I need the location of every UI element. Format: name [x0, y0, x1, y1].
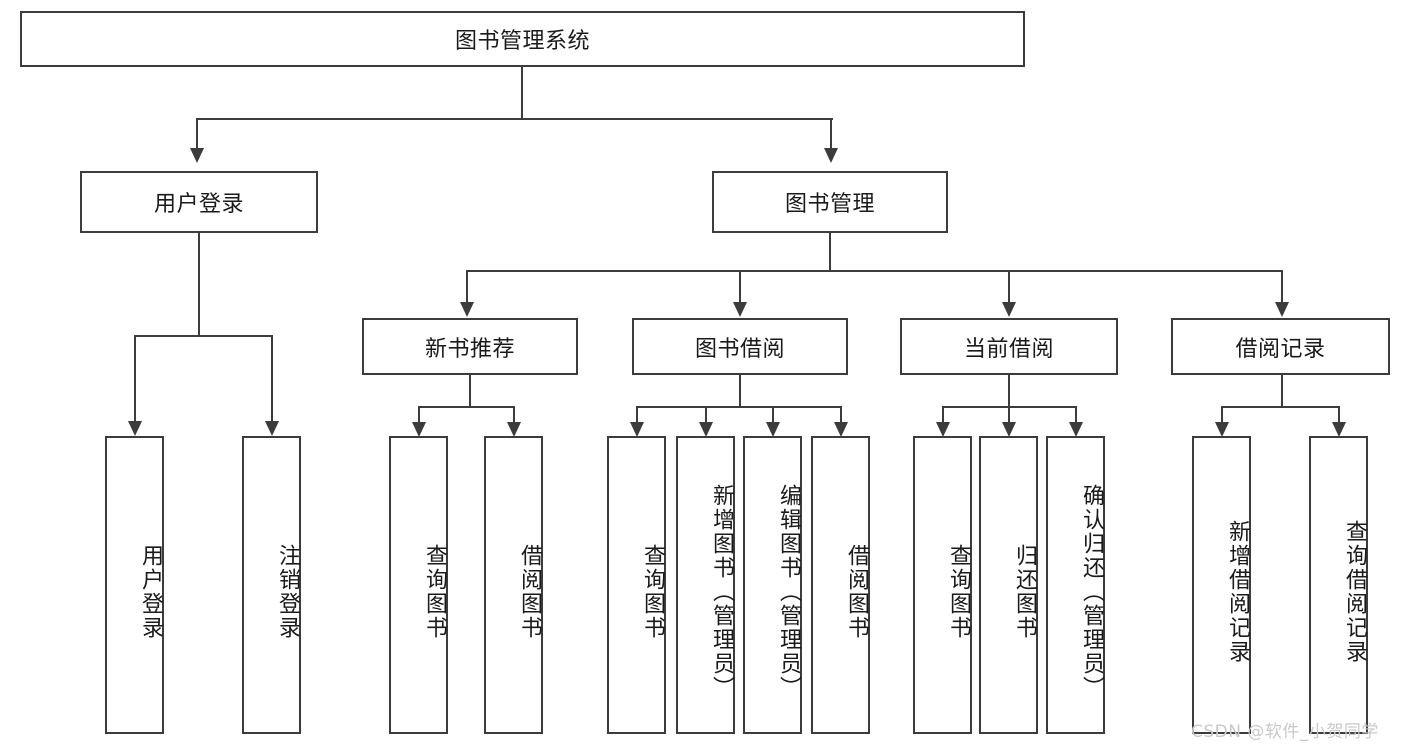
node-leaf-query-book-current[interactable]: 查询图书 — [913, 436, 972, 734]
edge-new-book-bar — [418, 406, 515, 409]
edge-book-mgmt-bar — [466, 270, 1283, 273]
edge-book-mgmt-to-borrow-record — [1281, 270, 1284, 302]
node-label: 归还图书 — [1012, 544, 1037, 640]
edge-borrow-record-to-leaf-2 — [1338, 406, 1341, 422]
node-label: 用户登录 — [138, 544, 163, 640]
edge-book-mgmt-to-book-borrow — [739, 270, 742, 302]
node-leaf-confirm-return-admin[interactable]: 确认归还（管理员） — [1046, 436, 1105, 734]
edge-root-to-book-mgmt — [830, 118, 833, 148]
arrow-new-book-to-leaf-1 — [412, 422, 426, 437]
node-label: 新增借阅记录 — [1225, 520, 1250, 664]
node-label: 图书管理系统 — [454, 29, 590, 54]
edge-book-borrow-bar — [636, 406, 842, 409]
node-leaf-return-book[interactable]: 归还图书 — [979, 436, 1038, 734]
node-label: 查询图书 — [946, 544, 971, 640]
edge-root-bar — [196, 118, 833, 121]
edge-borrow-record-bar — [1221, 406, 1340, 409]
node-leaf-borrow-book[interactable]: 借阅图书 — [811, 436, 870, 734]
edge-book-mgmt-stem — [829, 233, 832, 270]
arrow-user-login-to-leaf-1 — [128, 421, 142, 436]
node-label: 确认归还（管理员） — [1079, 484, 1104, 700]
node-leaf-add-book-admin[interactable]: 新增图书（管理员） — [676, 436, 735, 734]
edge-new-book-to-leaf-2 — [513, 406, 516, 422]
edge-borrow-record-to-leaf-1 — [1221, 406, 1224, 422]
node-leaf-query-borrow-record[interactable]: 查询借阅记录 — [1309, 436, 1368, 734]
edge-book-borrow-to-leaf-2 — [705, 406, 708, 422]
node-leaf-user-login[interactable]: 用户登录 — [105, 436, 164, 734]
arrow-book-borrow-to-leaf-2 — [699, 422, 713, 437]
node-book-management[interactable]: 图书管理 — [712, 171, 948, 233]
edge-borrow-record-stem — [1281, 375, 1284, 406]
edge-current-borrow-to-leaf-2 — [1008, 406, 1011, 422]
edge-current-borrow-to-leaf-1 — [942, 406, 945, 422]
node-label: 图书借阅 — [694, 336, 785, 362]
arrow-book-borrow-to-leaf-3 — [766, 422, 780, 437]
arrow-book-mgmt-to-book-borrow — [733, 302, 747, 317]
node-root-system[interactable]: 图书管理系统 — [20, 11, 1025, 67]
edge-root-stem — [521, 67, 524, 118]
node-leaf-user-logout[interactable]: 注销登录 — [242, 436, 301, 734]
node-label: 借阅记录 — [1235, 336, 1326, 362]
node-leaf-borrow-book-recommend[interactable]: 借阅图书 — [484, 436, 543, 734]
node-borrow-record[interactable]: 借阅记录 — [1171, 318, 1390, 375]
edge-user-login-stem — [198, 233, 201, 335]
arrow-book-mgmt-to-new-book — [460, 302, 474, 317]
edge-book-mgmt-to-new-book — [466, 270, 469, 302]
arrow-new-book-to-leaf-2 — [507, 422, 521, 437]
edge-book-borrow-to-leaf-4 — [840, 406, 843, 422]
node-label: 查询图书 — [640, 544, 665, 640]
edge-user-login-to-leaf-2 — [271, 335, 274, 421]
arrow-book-mgmt-to-borrow-record — [1275, 302, 1289, 317]
edge-book-mgmt-to-current-borrow — [1008, 270, 1011, 302]
edge-book-borrow-to-leaf-3 — [772, 406, 775, 422]
edge-book-borrow-stem — [739, 375, 742, 406]
node-label: 编辑图书（管理员） — [776, 484, 801, 700]
edge-user-login-bar — [134, 335, 273, 338]
arrow-borrow-record-to-leaf-2 — [1332, 422, 1346, 437]
arrow-book-borrow-to-leaf-4 — [834, 422, 848, 437]
node-book-borrow[interactable]: 图书借阅 — [632, 318, 848, 375]
arrow-root-to-book-mgmt — [824, 148, 838, 163]
node-leaf-query-book-recommend[interactable]: 查询图书 — [389, 436, 448, 734]
arrow-root-to-user-login — [190, 148, 204, 163]
csdn-watermark: CSDN @软件_小贺同学 — [1191, 722, 1379, 742]
edge-user-login-to-leaf-1 — [134, 335, 137, 421]
node-label: 查询借阅记录 — [1342, 520, 1367, 664]
arrow-book-borrow-to-leaf-1 — [630, 422, 644, 437]
edge-new-book-to-leaf-1 — [418, 406, 421, 422]
arrow-book-mgmt-to-current-borrow — [1002, 302, 1016, 317]
node-label: 图书管理 — [784, 192, 875, 217]
node-current-borrow[interactable]: 当前借阅 — [900, 318, 1118, 375]
node-label: 查询图书 — [422, 544, 447, 640]
node-label: 借阅图书 — [844, 544, 869, 640]
edge-root-to-user-login — [196, 118, 199, 148]
node-label: 用户登录 — [153, 192, 244, 217]
node-label: 借阅图书 — [517, 544, 542, 640]
node-user-login[interactable]: 用户登录 — [80, 171, 318, 233]
node-label: 当前借阅 — [963, 336, 1054, 362]
arrow-current-borrow-to-leaf-3 — [1069, 422, 1083, 437]
arrow-current-borrow-to-leaf-1 — [936, 422, 950, 437]
node-new-book-recommend[interactable]: 新书推荐 — [362, 318, 578, 375]
node-label: 新增图书（管理员） — [709, 484, 734, 700]
node-leaf-edit-book-admin[interactable]: 编辑图书（管理员） — [743, 436, 802, 734]
edge-current-borrow-stem — [1008, 375, 1011, 406]
node-label: 新书推荐 — [424, 336, 515, 362]
edge-book-borrow-to-leaf-1 — [636, 406, 639, 422]
arrow-user-login-to-leaf-2 — [265, 421, 279, 436]
node-label: 注销登录 — [275, 544, 300, 640]
node-leaf-add-borrow-record[interactable]: 新增借阅记录 — [1192, 436, 1251, 734]
edge-new-book-stem — [469, 375, 472, 406]
node-leaf-query-book[interactable]: 查询图书 — [607, 436, 666, 734]
edge-current-borrow-to-leaf-3 — [1075, 406, 1078, 422]
arrow-current-borrow-to-leaf-2 — [1002, 422, 1016, 437]
arrow-borrow-record-to-leaf-1 — [1215, 422, 1229, 437]
